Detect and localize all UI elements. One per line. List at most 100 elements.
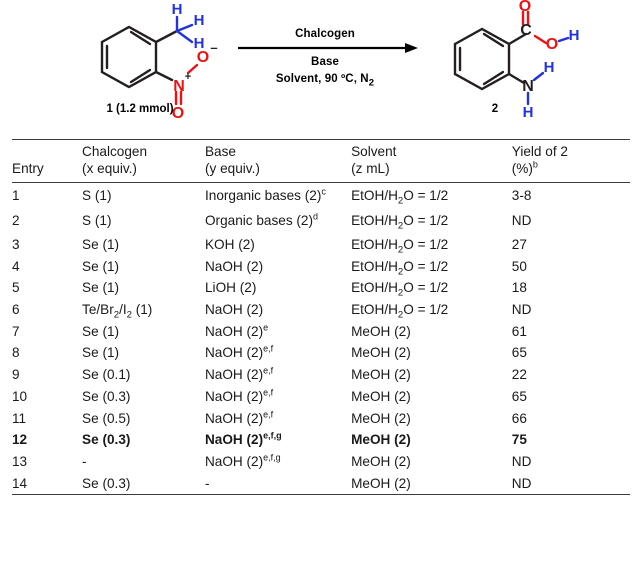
cell-base-footnote: e,f [263, 408, 274, 419]
condition-solvent: Solvent, 90 ºC, N2 [222, 73, 428, 89]
cell-base: NaOH (2) [204, 302, 264, 318]
cell-chalcogen: Se (0.5) [82, 410, 131, 426]
cell-base: NaOH (2) [204, 258, 264, 274]
reactant-structure [100, 15, 199, 106]
reactant-methyl-h2: H [194, 12, 205, 29]
header-chalcogen-line1: Chalcogen [82, 144, 148, 159]
cell-base: LiOH (2) [204, 280, 257, 296]
cell-solvent: EtOH/H2O = 1/2 [351, 302, 449, 321]
product-label: 2 [491, 103, 499, 115]
cell-base-footnote: e,f,g [263, 452, 281, 463]
cell-base-footnote: e,f,g [263, 430, 282, 441]
cell-base: NaOH (2)e [204, 322, 269, 339]
cell-base: - [204, 475, 210, 491]
cell-solvent: MeOH (2) [351, 367, 411, 383]
nitro-oxygen-charge: – [210, 40, 217, 55]
header-solvent-line2: (z mL) [351, 161, 390, 177]
cell-base: Organic bases (2)d [204, 211, 319, 229]
reactant-label: 1 (1.2 mmol) [106, 103, 174, 115]
cell-solvent: EtOH/H2O = 1/2 [351, 187, 449, 207]
cell-chalcogen: Se (1) [82, 280, 120, 296]
cell-yield: 50 [511, 258, 527, 274]
amine-hydrogen-1: H [544, 59, 555, 76]
reaction-scheme: H H H N + O – O [0, 0, 641, 133]
cell-chalcogen: Se (0.3) [82, 475, 131, 491]
amine-hydrogen-2: H [523, 104, 534, 121]
cell-base-footnote: e,f [263, 343, 274, 354]
header-yield: Yield of 2 (%)b [512, 140, 630, 183]
cell-yield: 65 [511, 388, 527, 404]
carboxyl-hydrogen: H [569, 27, 580, 44]
cell-base: NaOH (2)e,f,g [204, 430, 282, 448]
cell-yield: 66 [511, 410, 527, 426]
cell-entry: 12 [12, 432, 28, 448]
cell-chalcogen: S (1) [82, 213, 112, 229]
header-chalcogen-line2: (x equiv.) [82, 161, 137, 177]
cell-yield: ND [511, 453, 532, 469]
header-row: Entry Chalcogen (x equiv.) Base (y equiv… [12, 139, 630, 183]
cell-base: NaOH (2)e,f [204, 365, 274, 383]
carboxyl-carbon: C [520, 22, 532, 39]
carboxyl-oxygen-double: O [519, 0, 531, 15]
cell-yield: ND [511, 213, 532, 229]
cell-base: NaOH (2)e,f [204, 387, 274, 404]
cell-yield: ND [511, 475, 532, 491]
cell-entry: 2 [12, 213, 20, 229]
cell-yield: 18 [511, 280, 527, 296]
cell-solvent: EtOH/H2O = 1/2 [351, 213, 449, 233]
cell-base: Inorganic bases (2)c [204, 186, 326, 203]
cell-solvent: MeOH (2) [351, 388, 411, 404]
table-row: 2 S (1) Organic bases (2)d EtOH/H2O = 1/2 ND [12, 208, 630, 234]
condition-solvent-text: Solvent, 90 ºC, N [275, 73, 369, 85]
cell-solvent: EtOH/H2O = 1/2 [351, 280, 449, 300]
nitro-oxygen-double: O [172, 105, 184, 122]
cell-entry: 10 [12, 388, 28, 404]
condition-base: Base [311, 56, 339, 68]
cell-entry: 4 [12, 258, 20, 274]
cell-entry: 8 [12, 345, 20, 361]
reaction-arrow [238, 43, 418, 53]
cell-entry: 1 [12, 187, 20, 203]
header-base-line1: Base [204, 144, 236, 159]
optimization-table: Entry Chalcogen (x equiv.) Base (y equiv… [12, 139, 630, 495]
table-row: 1 S (1) Inorganic bases (2)c EtOH/H2O = 1/2… [12, 182, 630, 208]
cell-yield: 3-8 [511, 187, 532, 203]
cell-entry: 5 [12, 280, 20, 296]
header-base: Base (y equiv.) [205, 140, 351, 183]
condition-chalcogen: Chalcogen [295, 28, 355, 40]
header-entry: Entry [12, 140, 82, 183]
cell-yield: 75 [511, 432, 527, 448]
product-structure [453, 10, 570, 106]
cell-entry: 3 [12, 237, 20, 253]
cell-solvent: MeOH (2) [351, 475, 411, 491]
cell-yield: 61 [511, 323, 527, 339]
optimization-table-wrapper: Entry Chalcogen (x equiv.) Base (y equiv… [12, 139, 630, 495]
cell-chalcogen: Se (0.3) [82, 388, 131, 404]
cell-solvent: MeOH (2) [351, 323, 411, 339]
cell-entry: 7 [12, 323, 20, 339]
header-solvent-line1: Solvent [351, 144, 397, 159]
cell-solvent: MeOH (2) [351, 432, 411, 448]
cell-base-footnote: c [321, 186, 326, 197]
cell-chalcogen: S (1) [82, 187, 112, 203]
cell-solvent: MeOH (2) [351, 410, 411, 426]
cell-solvent: MeOH (2) [351, 453, 411, 469]
cell-yield: 22 [511, 367, 527, 383]
cell-solvent: EtOH/H2O = 1/2 [351, 237, 449, 256]
header-chalcogen: Chalcogen (x equiv.) [82, 140, 205, 183]
header-yield-footnote: b [532, 159, 538, 170]
cell-entry: 11 [12, 410, 27, 426]
reactant-methyl-h1: H [172, 1, 183, 18]
cell-solvent: MeOH (2) [351, 345, 411, 361]
cell-yield: 65 [511, 345, 527, 361]
cell-entry: 9 [12, 367, 20, 383]
condition-solvent-sub: 2 [368, 77, 375, 89]
